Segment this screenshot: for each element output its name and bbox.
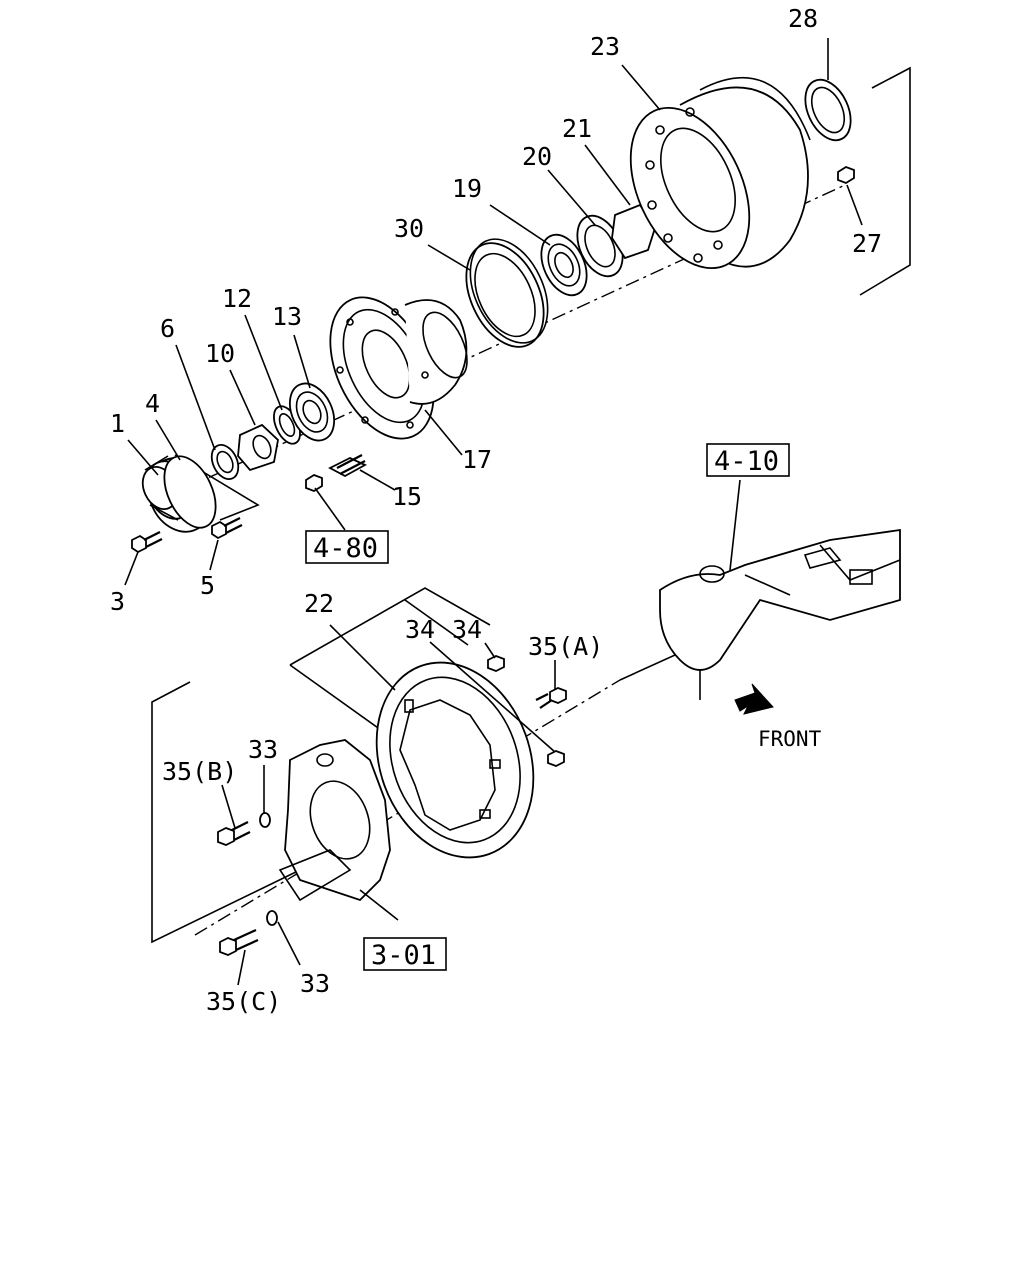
outer-bearing-small [210, 444, 240, 480]
callout-21: 21 [562, 114, 592, 143]
hub-nut [237, 423, 279, 472]
callout-10: 10 [205, 339, 235, 368]
callout-34-right: 34 [452, 615, 482, 644]
ref-label-4-10: 4-10 [714, 446, 779, 477]
ref-box-3-01[interactable]: 3-01 [363, 937, 447, 971]
leader-lines [124, 38, 863, 986]
drum-nut [837, 166, 855, 184]
callout-33-upper: 33 [248, 735, 278, 764]
tone-wheel-ring [465, 238, 549, 348]
ref-label-4-80: 4-80 [313, 533, 378, 564]
bolt-35c [219, 928, 259, 956]
hub-stud [328, 454, 367, 478]
group-bracket-backing-plate [151, 681, 301, 944]
callout-12: 12 [222, 284, 252, 313]
brake-drum [629, 76, 811, 270]
backing-plate-bolts [487, 655, 565, 767]
callout-20: 20 [522, 142, 552, 171]
drum-seal-ring [804, 78, 852, 142]
gasket-bolt [211, 517, 243, 540]
wheel-hub [329, 296, 468, 440]
callout-4: 4 [145, 389, 160, 418]
brake-anchor-bracket [278, 739, 391, 902]
callout-30: 30 [394, 214, 424, 243]
callout-15: 15 [392, 482, 422, 511]
callout-27: 27 [852, 229, 882, 258]
callout-23: 23 [590, 32, 620, 61]
callout-17: 17 [462, 445, 492, 474]
hub-cap-gasket [163, 455, 217, 529]
callout-28: 28 [788, 4, 818, 33]
hub-cap-bolt [131, 531, 163, 554]
callout-35c: 35(C) [206, 987, 281, 1016]
arrow-icon [734, 683, 774, 715]
callout-22: 22 [304, 589, 334, 618]
callout-5: 5 [200, 571, 215, 600]
callout-35b: 35(B) [162, 757, 237, 786]
ref-box-4-80[interactable]: 4-80 [305, 530, 389, 564]
group-bracket-drum [859, 66, 911, 296]
stud-nut [305, 474, 323, 492]
callout-34-left: 34 [405, 615, 435, 644]
callout-19: 19 [452, 174, 482, 203]
axle-knuckle [619, 528, 901, 700]
washers-33 [259, 812, 278, 926]
ref-box-4-10[interactable]: 4-10 [706, 443, 790, 477]
bolt-35b [217, 821, 251, 846]
callout-6: 6 [160, 314, 175, 343]
callout-35a: 35(A) [528, 632, 603, 661]
ref-label-3-01: 3-01 [371, 940, 436, 971]
bolt-35a [535, 687, 567, 709]
callout-1: 1 [110, 409, 125, 438]
callout-3: 3 [110, 587, 125, 616]
outer-bearing [288, 382, 336, 442]
callout-33-lower: 33 [300, 969, 330, 998]
brake-backing-plate [375, 661, 535, 859]
callout-13: 13 [272, 302, 302, 331]
front-direction-label: FRONT [758, 727, 822, 751]
